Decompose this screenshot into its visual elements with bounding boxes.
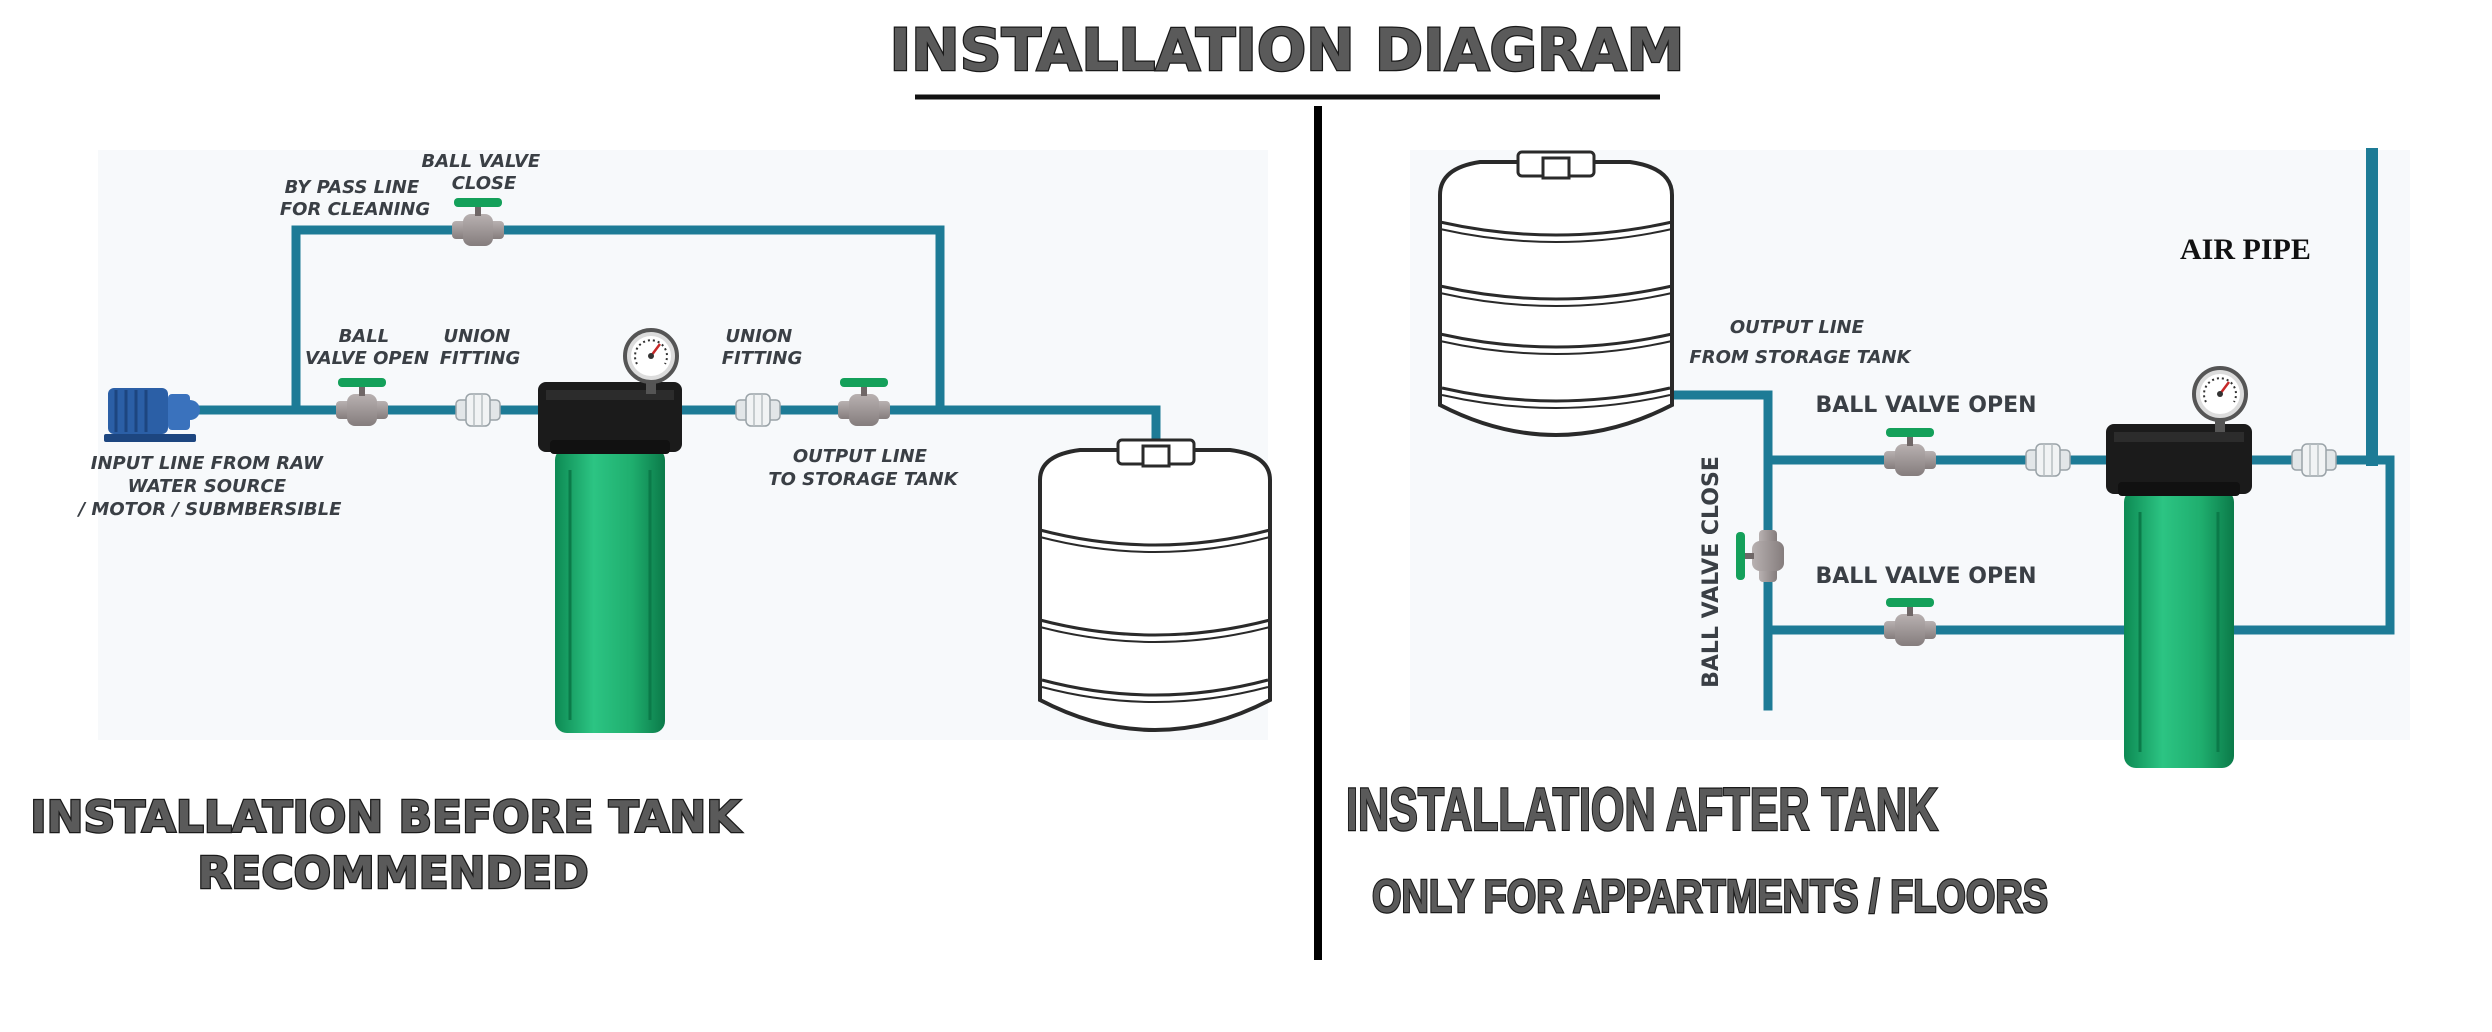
main-line-pipe: [185, 405, 1161, 450]
left-storage-tank-icon: [1038, 438, 1272, 732]
output-line-to-tank-label: OUTPUT LINE TO STORAGE TANK: [768, 446, 959, 490]
inlet-ball-valve-icon: [336, 378, 388, 426]
bypass-ball-valve-icon: [452, 198, 504, 246]
upper-ball-valve-open-label: BALL VALVE OPEN: [1815, 393, 2036, 418]
right-caption-line-2: ONLY FOR APPARTMENTS / FLOORS: [1372, 870, 2048, 922]
inlet-ball-valve-open-label: BALL VALVE OPEN: [305, 326, 429, 369]
right-caption-line-1: INSTALLATION AFTER TANK: [1346, 776, 1938, 843]
left-filter-housing-icon: [538, 382, 682, 733]
side-ball-valve-close-label: BALL VALVE CLOSE: [1699, 456, 1724, 688]
input-line-label: INPUT LINE FROM RAW WATER SOURCE / MOTOR…: [77, 453, 343, 520]
outlet-union-fitting-label: UNION FITTING: [722, 326, 803, 369]
lower-ball-valve-open-label: BALL VALVE OPEN: [1815, 564, 2036, 589]
bypass-pipe: [291, 225, 945, 415]
right-storage-tank-icon: [1438, 150, 1674, 437]
air-pipe-label: AIR PIPE: [2180, 233, 2311, 266]
tank-output-pipe: [1655, 390, 1773, 711]
right-panel: AIR PIPE OUTPUT LINE FROM STORAGE TANK B…: [1345, 148, 2410, 923]
bypass-line-label: BY PASS LINE FOR CLEANING: [280, 177, 430, 220]
left-panel: BY PASS LINE FOR CLEANING BALL VALVE CLO…: [29, 150, 1272, 900]
left-pipes: [185, 225, 1161, 450]
right-pipes: [1655, 148, 2395, 711]
page-title: INSTALLATION DIAGRAM: [890, 16, 1685, 84]
outlet-ball-valve-icon: [838, 378, 890, 426]
upper-ball-valve-icon: [1884, 428, 1936, 476]
output-line-from-tank-label: OUTPUT LINE FROM STORAGE TANK: [1689, 317, 1912, 368]
side-ball-valve-icon: [1736, 530, 1784, 582]
right-filter-housing-icon: [2106, 424, 2252, 768]
bypass-ball-valve-close-label: BALL VALVE CLOSE: [422, 151, 547, 194]
lower-ball-valve-icon: [1884, 598, 1936, 646]
inlet-union-fitting-label: UNION FITTING: [440, 326, 521, 369]
pump-motor-icon: [104, 388, 200, 442]
left-caption: INSTALLATION BEFORE TANK RECOMMENDED: [30, 792, 755, 899]
